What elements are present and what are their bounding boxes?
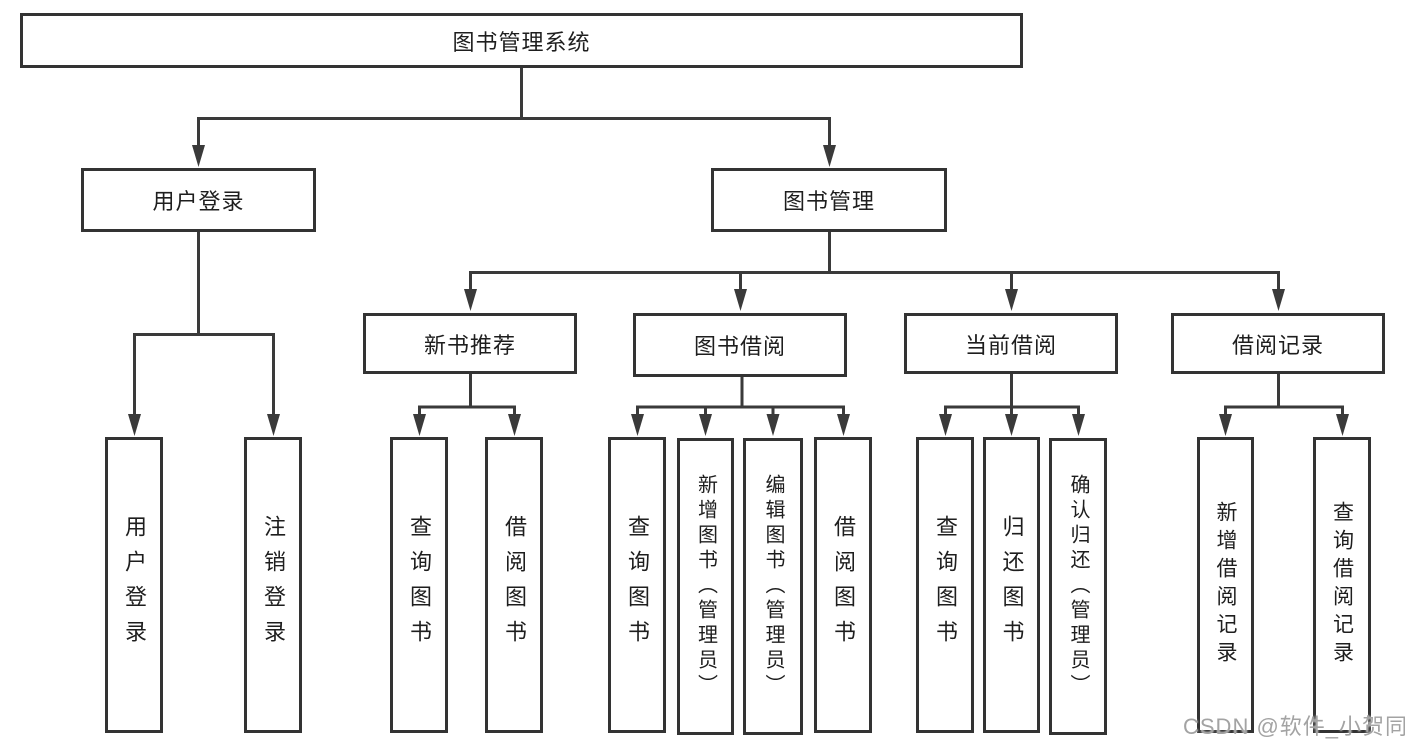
- node-label: 查询借阅记录: [1330, 501, 1354, 669]
- leaf-query-books-recommend: 查询图书: [390, 437, 448, 733]
- node-label: 当前借阅: [964, 332, 1057, 358]
- node-label: 图书借阅: [693, 334, 786, 359]
- leaf-query-books-borrowing: 查询图书: [608, 437, 666, 733]
- node-label: 查询图书: [933, 515, 958, 655]
- node-borrow-records: 借阅记录: [1171, 313, 1385, 374]
- node-new-book-recommend: 新书推荐: [363, 313, 577, 374]
- leaf-borrow-books-recommend: 借阅图书: [485, 437, 543, 733]
- node-label: 新增借阅记录: [1214, 501, 1237, 669]
- node-label: 图书管理: [782, 189, 875, 214]
- node-label: 编辑图书（管理员）: [762, 474, 784, 699]
- node-user-login: 用户登录: [81, 168, 316, 232]
- node-label: 图书管理系统: [452, 29, 591, 55]
- node-label: 查询图书: [407, 515, 432, 655]
- leaf-query-books-current: 查询图书: [916, 437, 974, 733]
- node-book-management: 图书管理: [711, 168, 947, 232]
- node-current-borrowing: 当前借阅: [904, 313, 1118, 374]
- node-label: 借阅图书: [502, 515, 527, 655]
- node-label: 归还图书: [999, 515, 1025, 655]
- node-book-borrowing: 图书借阅: [633, 313, 847, 377]
- csdn-watermark: CSDN @软件_小贺同学: [1183, 714, 1405, 739]
- leaf-logout-login: 注销登录: [244, 437, 302, 733]
- leaf-add-borrow-record: 新增借阅记录: [1197, 437, 1254, 733]
- node-label: 借阅记录: [1231, 332, 1324, 358]
- node-label: 查询图书: [625, 515, 650, 655]
- node-label: 借阅图书: [831, 515, 856, 655]
- leaf-borrow-books-borrowing: 借阅图书: [814, 437, 872, 733]
- leaf-confirm-return-admin: 确认归还（管理员）: [1049, 438, 1107, 735]
- node-label: 新增图书（管理员）: [694, 474, 717, 699]
- leaf-user-login: 用户登录: [105, 437, 163, 733]
- node-label: 注销登录: [261, 515, 286, 655]
- node-label: 新书推荐: [423, 332, 516, 358]
- node-label: 确认归还（管理员）: [1067, 474, 1089, 699]
- leaf-return-book: 归还图书: [983, 437, 1040, 733]
- node-root-library-system: 图书管理系统: [20, 13, 1023, 68]
- leaf-edit-book-admin: 编辑图书（管理员）: [743, 438, 803, 735]
- node-label: 用户登录: [122, 515, 147, 655]
- leaf-query-borrow-record: 查询借阅记录: [1313, 437, 1371, 733]
- leaf-add-book-admin: 新增图书（管理员）: [677, 438, 734, 735]
- node-label: 用户登录: [152, 189, 245, 214]
